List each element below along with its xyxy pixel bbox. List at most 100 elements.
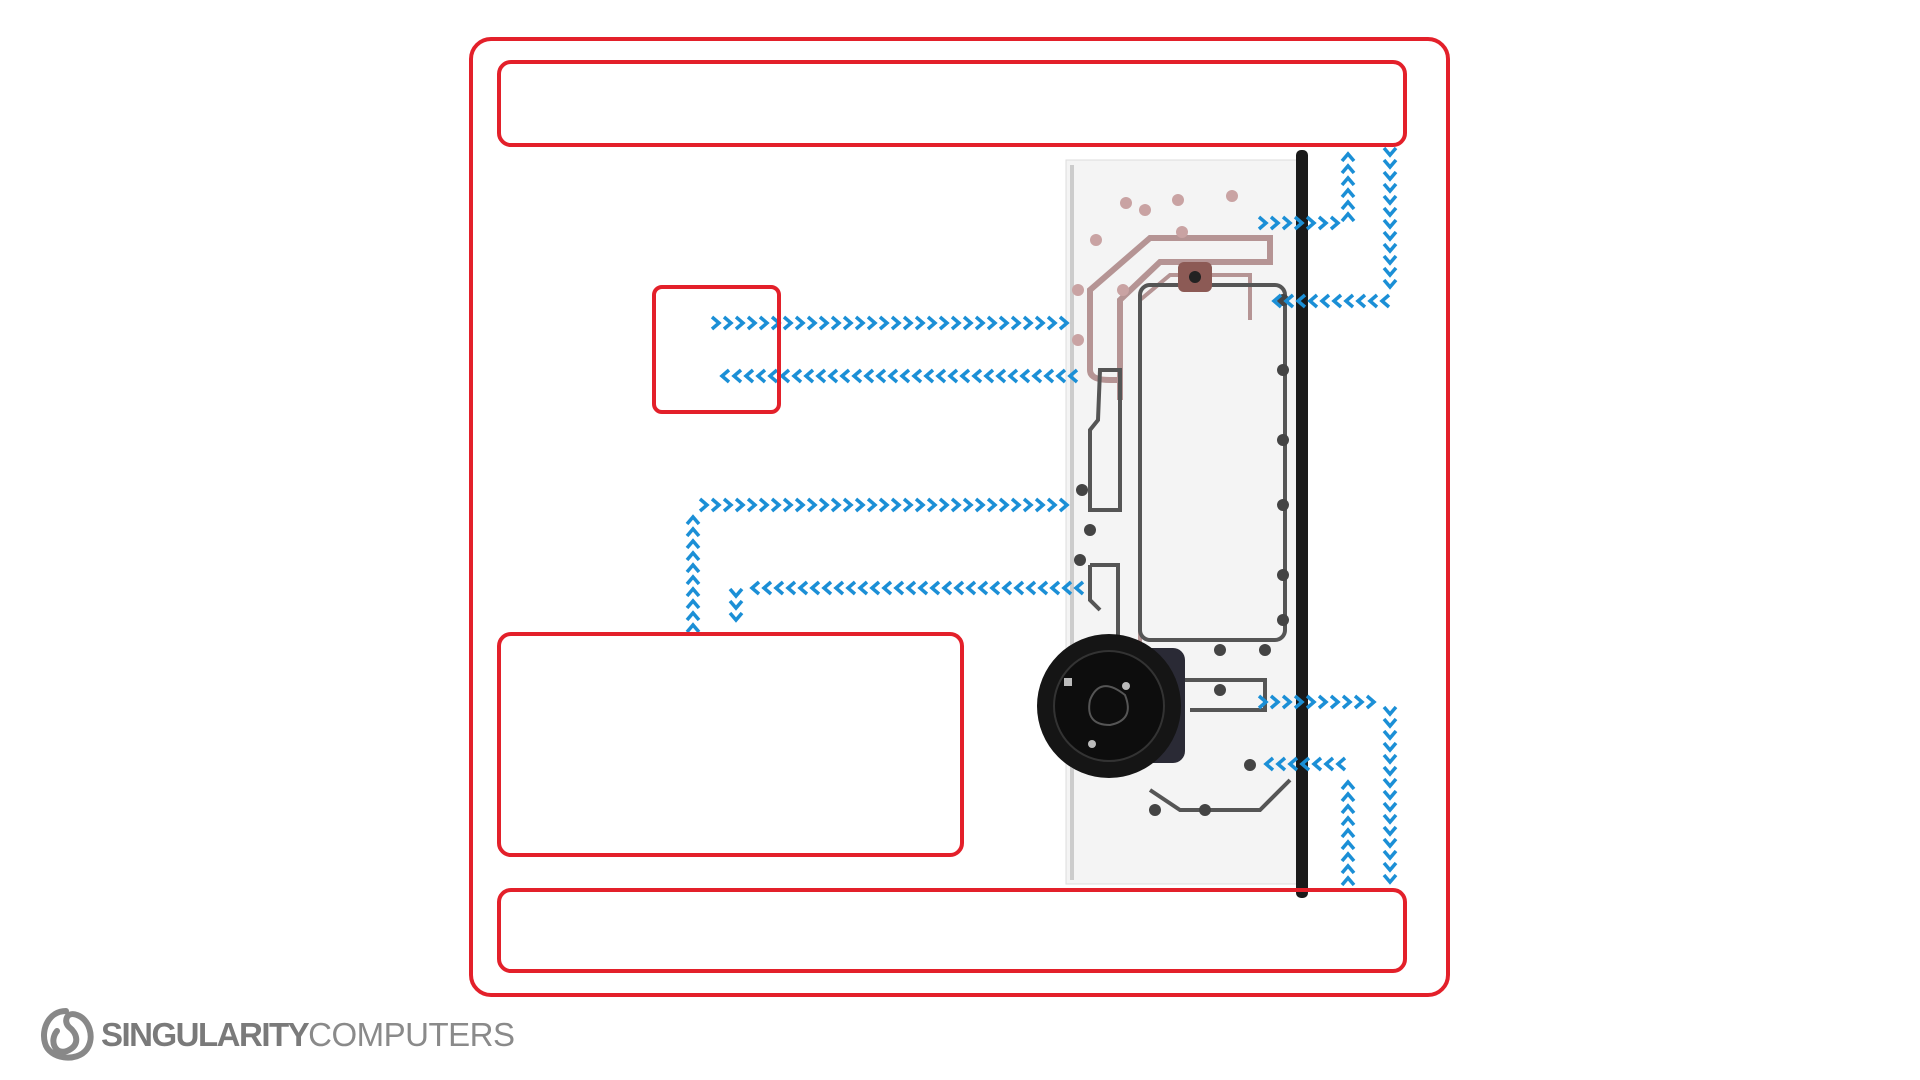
flow-chevron-icon — [1055, 368, 1067, 384]
flow-chevron-icon — [743, 368, 755, 384]
flow-chevron-icon — [914, 497, 926, 513]
flow-chevron-icon — [929, 580, 941, 596]
flow-chevron-icon — [728, 599, 744, 611]
flow-chevron-icon — [1281, 215, 1293, 231]
flow-chevron-icon — [1257, 694, 1269, 710]
flow-chevron-icon — [902, 497, 914, 513]
flow-chevron-icon — [685, 550, 701, 562]
flow-chevron-icon — [806, 315, 818, 331]
flow-chevron-icon — [734, 315, 746, 331]
flow-chevron-icon — [1073, 580, 1085, 596]
flow-chevron-icon — [1293, 215, 1305, 231]
flow-chevron-icon — [950, 497, 962, 513]
flow-chevron-icon — [1382, 789, 1398, 801]
flow-chevron-icon — [1382, 813, 1398, 825]
flow-chevron-icon — [830, 315, 842, 331]
flow-chevron-icon — [722, 497, 734, 513]
flow-chevron-icon — [938, 315, 950, 331]
flow-chevron-icon — [685, 586, 701, 598]
flow-chevron-icon — [995, 368, 1007, 384]
flow-chevron-icon — [1281, 694, 1293, 710]
flow-chevron-icon — [830, 497, 842, 513]
flow-chevron-icon — [1340, 151, 1356, 163]
flow-chevron-icon — [986, 497, 998, 513]
flow-chevron-icon — [685, 610, 701, 622]
flow-chevron-icon — [998, 497, 1010, 513]
flow-chevron-icon — [977, 580, 989, 596]
flow-chevron-icon — [869, 580, 881, 596]
flow-chevron-icon — [685, 526, 701, 538]
flow-chevron-icon — [1382, 206, 1398, 218]
flow-chevron-icon — [845, 580, 857, 596]
bottom-radiator-box — [497, 888, 1407, 973]
flow-chevron-icon — [1335, 756, 1347, 772]
flow-chevron-icon — [1067, 368, 1079, 384]
flow-chevron-icon — [1319, 293, 1331, 309]
case-outline — [469, 37, 1450, 997]
flow-chevron-icon — [959, 368, 971, 384]
flow-chevron-icon — [1340, 839, 1356, 851]
flow-chevron-icon — [1340, 851, 1356, 863]
flow-chevron-icon — [1340, 803, 1356, 815]
flow-chevron-icon — [1305, 215, 1317, 231]
flow-chevron-icon — [806, 497, 818, 513]
flow-chevron-icon — [755, 368, 767, 384]
flow-chevron-icon — [893, 580, 905, 596]
gpu-block-box — [497, 632, 964, 857]
mounting-bar — [1296, 150, 1308, 898]
flow-chevron-icon — [1355, 293, 1367, 309]
upper-ports — [1072, 190, 1238, 346]
flow-chevron-icon — [1340, 163, 1356, 175]
brand-logo: SINGULARITY COMPUTERS — [37, 1007, 515, 1063]
flow-chevron-icon — [827, 368, 839, 384]
flow-chevron-icon — [1307, 293, 1319, 309]
flow-chevron-icon — [854, 497, 866, 513]
flow-chevron-icon — [1043, 368, 1055, 384]
flow-chevron-icon — [1022, 315, 1034, 331]
flow-chevron-icon — [1340, 791, 1356, 803]
flow-chevron-icon — [1287, 756, 1299, 772]
flow-chevron-icon — [794, 315, 806, 331]
flow-chevron-icon — [1010, 497, 1022, 513]
flow-chevron-icon — [1037, 580, 1049, 596]
flow-chevron-icon — [1340, 211, 1356, 223]
flow-chevron-icon — [1329, 694, 1341, 710]
flow-chevron-icon — [803, 368, 815, 384]
flow-chevron-icon — [986, 315, 998, 331]
flow-chevron-icon — [770, 497, 782, 513]
flow-chevron-icon — [1263, 756, 1275, 772]
flow-chevron-icon — [1340, 187, 1356, 199]
flow-chevron-icon — [797, 580, 809, 596]
flow-chevron-icon — [685, 598, 701, 610]
flow-chevron-icon — [1293, 694, 1305, 710]
flow-chevron-icon — [1046, 315, 1058, 331]
flow-chevron-icon — [1269, 694, 1281, 710]
flow-chevron-icon — [728, 611, 744, 623]
flow-chevron-icon — [782, 315, 794, 331]
flow-chevron-icon — [1382, 849, 1398, 861]
flow-chevron-icon — [1382, 242, 1398, 254]
flow-chevron-icon — [758, 497, 770, 513]
brand-name-light: COMPUTERS — [308, 1016, 515, 1053]
cpu-block-box — [652, 285, 781, 414]
flow-chevron-icon — [1007, 368, 1019, 384]
flow-chevron-icon — [1295, 293, 1307, 309]
flow-chevron-icon — [863, 368, 875, 384]
top-radiator-box — [497, 60, 1407, 147]
flow-chevron-icon — [1382, 801, 1398, 813]
flow-chevron-icon — [851, 368, 863, 384]
flow-chevron-icon — [821, 580, 833, 596]
flow-chevron-icon — [1382, 146, 1398, 158]
flow-chevron-icon — [794, 497, 806, 513]
flow-chevron-icon — [965, 580, 977, 596]
flow-chevron-icon — [881, 580, 893, 596]
flow-chevron-icon — [710, 497, 722, 513]
flow-chevron-icon — [710, 315, 722, 331]
flow-chevron-icon — [809, 580, 821, 596]
flow-chevron-icon — [899, 368, 911, 384]
flow-chevron-icon — [1382, 266, 1398, 278]
flow-chevron-icon — [1058, 497, 1070, 513]
flow-chevron-icon — [1049, 580, 1061, 596]
flow-chevron-icon — [1340, 779, 1356, 791]
flow-chevron-icon — [1367, 293, 1379, 309]
